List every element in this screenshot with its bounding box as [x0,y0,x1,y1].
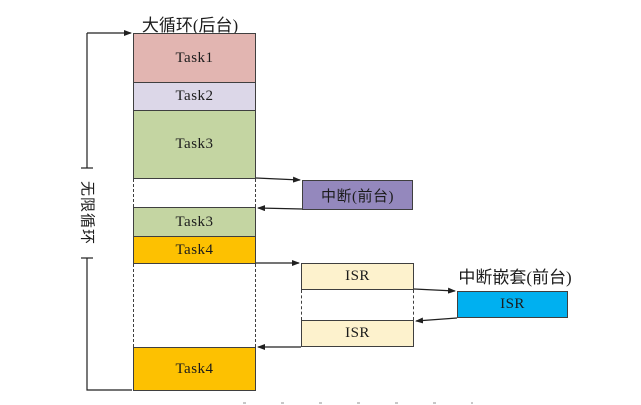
isr2-box: ISR [301,320,414,347]
arrow-isr1-to-nested [413,287,456,294]
task2-box: Task2 [133,82,256,111]
task1-label: Task1 [175,49,214,66]
column-suspended-gap-1 [133,179,256,207]
task4-label: Task4 [175,241,214,258]
arrow-interrupt-return-task3 [257,205,303,212]
isr1-box: ISR [301,263,414,290]
task2-label: Task2 [175,88,214,104]
arrow-task3-to-interrupt [255,176,301,183]
task4-resumed-box: Task4 [133,347,256,391]
interrupt-foreground-label: 中断(前台) [321,188,394,205]
background-loop-title: 大循环(后台) [141,16,239,35]
isr1-label: ISR [345,268,370,284]
column-suspended-gap-2 [133,264,256,347]
task1-box: Task1 [133,33,256,83]
arrow-nested-return-isr2 [415,317,458,324]
task3-box: Task3 [133,110,256,179]
interrupt-foreground-box: 中断(前台) [302,180,413,210]
task3-resumed-box: Task3 [133,207,256,237]
task3-label: Task3 [175,136,214,152]
infinite-loop-label: 无限循环 [78,180,95,246]
task4-resumed-label: Task4 [175,360,214,377]
clipped-caption-remnant [243,402,473,404]
nested-interrupt-title: 中断嵌套(前台) [458,268,572,287]
task3-resumed-label: Task3 [175,213,214,230]
nested-isr-label: ISR [500,296,525,312]
isr-suspended-gap [301,290,414,320]
loop-line-bottom [86,258,132,391]
nested-isr-box: ISR [457,291,568,318]
isr2-label: ISR [345,325,370,341]
task4-box: Task4 [133,236,256,264]
